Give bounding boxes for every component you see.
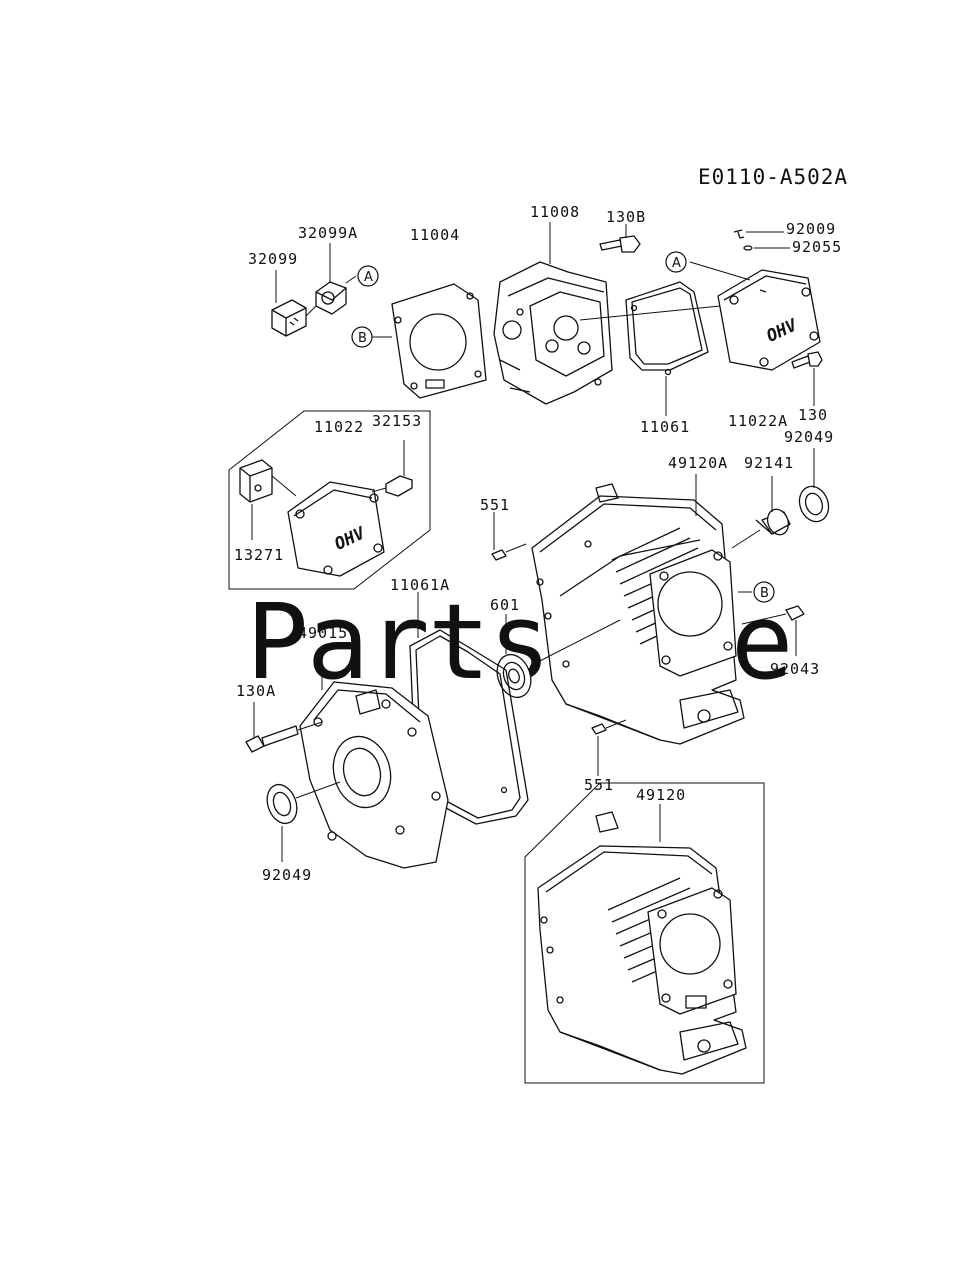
- callout-b-right: [753, 581, 775, 603]
- callout-b-left-text: B: [358, 331, 367, 346]
- diagram-code: E0110-A502A: [698, 165, 848, 189]
- cylinder-head-11008[interactable]: [493, 261, 613, 405]
- bearing-601[interactable]: [491, 650, 536, 702]
- callout-a-left: [357, 265, 379, 287]
- label-49120A: 49120A: [668, 454, 728, 472]
- label-11022A: 11022A: [728, 412, 788, 430]
- label-92055: 92055: [792, 238, 842, 256]
- label-32153: 32153: [372, 412, 422, 430]
- label-130: 130: [798, 406, 828, 424]
- label-92049-bottom: 92049: [262, 866, 312, 884]
- clip-92009[interactable]: [733, 229, 745, 239]
- label-11061A: 11061A: [390, 576, 450, 594]
- rocker-cover-11022A[interactable]: OHV: [717, 269, 821, 371]
- label-11061: 11061: [640, 418, 690, 436]
- washer-92055[interactable]: [743, 245, 753, 251]
- bolt-130B[interactable]: [599, 235, 641, 253]
- label-92141: 92141: [744, 454, 794, 472]
- breather-element-32099[interactable]: [271, 299, 307, 337]
- label-49015: 49015: [298, 624, 348, 642]
- label-130B: 130B: [606, 208, 646, 226]
- label-49120: 49120: [636, 786, 686, 804]
- bolt-130[interactable]: [791, 351, 823, 369]
- label-13271: 13271: [234, 546, 284, 564]
- rocker-cover-11022[interactable]: OHV: [287, 481, 385, 577]
- rocker-cover-gasket-11061[interactable]: [625, 281, 709, 376]
- callout-a-right-text: A: [672, 256, 681, 271]
- label-92009: 92009: [786, 220, 836, 238]
- rocker-cover-variant-box: [228, 410, 431, 590]
- oil-seal-92049-bottom[interactable]: [262, 780, 302, 827]
- callout-a-right: [665, 251, 687, 273]
- breather-element-13271[interactable]: [239, 459, 273, 503]
- plug-92043[interactable]: [785, 605, 805, 621]
- head-gasket-11004[interactable]: [391, 283, 487, 399]
- label-551-top: 551: [480, 496, 510, 514]
- oil-seal-92049-top[interactable]: [795, 482, 834, 525]
- label-551-bottom: 551: [584, 776, 614, 794]
- dowel-pin-551-top[interactable]: [491, 549, 507, 561]
- label-11008: 11008: [530, 203, 580, 221]
- label-11022: 11022: [314, 418, 364, 436]
- callout-b-right-text: B: [760, 586, 769, 601]
- label-601: 601: [490, 596, 520, 614]
- crankcase-49120A[interactable]: [531, 483, 745, 745]
- callout-b-left: [351, 326, 373, 348]
- breather-valve-32153[interactable]: [385, 475, 413, 497]
- label-92043: 92043: [770, 660, 820, 678]
- label-92049-top: 92049: [784, 428, 834, 446]
- label-130A: 130A: [236, 682, 276, 700]
- crankcase-49120[interactable]: [537, 811, 747, 1075]
- label-11004: 11004: [410, 226, 460, 244]
- callout-a-left-text: A: [364, 270, 373, 285]
- breather-valve-32099A[interactable]: [315, 281, 347, 315]
- bolt-130A[interactable]: [245, 725, 299, 753]
- bushing-92141[interactable]: [755, 506, 792, 537]
- dowel-pin-551-bottom[interactable]: [591, 723, 607, 735]
- cylinder-block-variant-box: [524, 782, 765, 1084]
- label-32099: 32099: [248, 250, 298, 268]
- label-32099A: 32099A: [298, 224, 358, 242]
- crankcase-cover-49015[interactable]: [299, 681, 449, 869]
